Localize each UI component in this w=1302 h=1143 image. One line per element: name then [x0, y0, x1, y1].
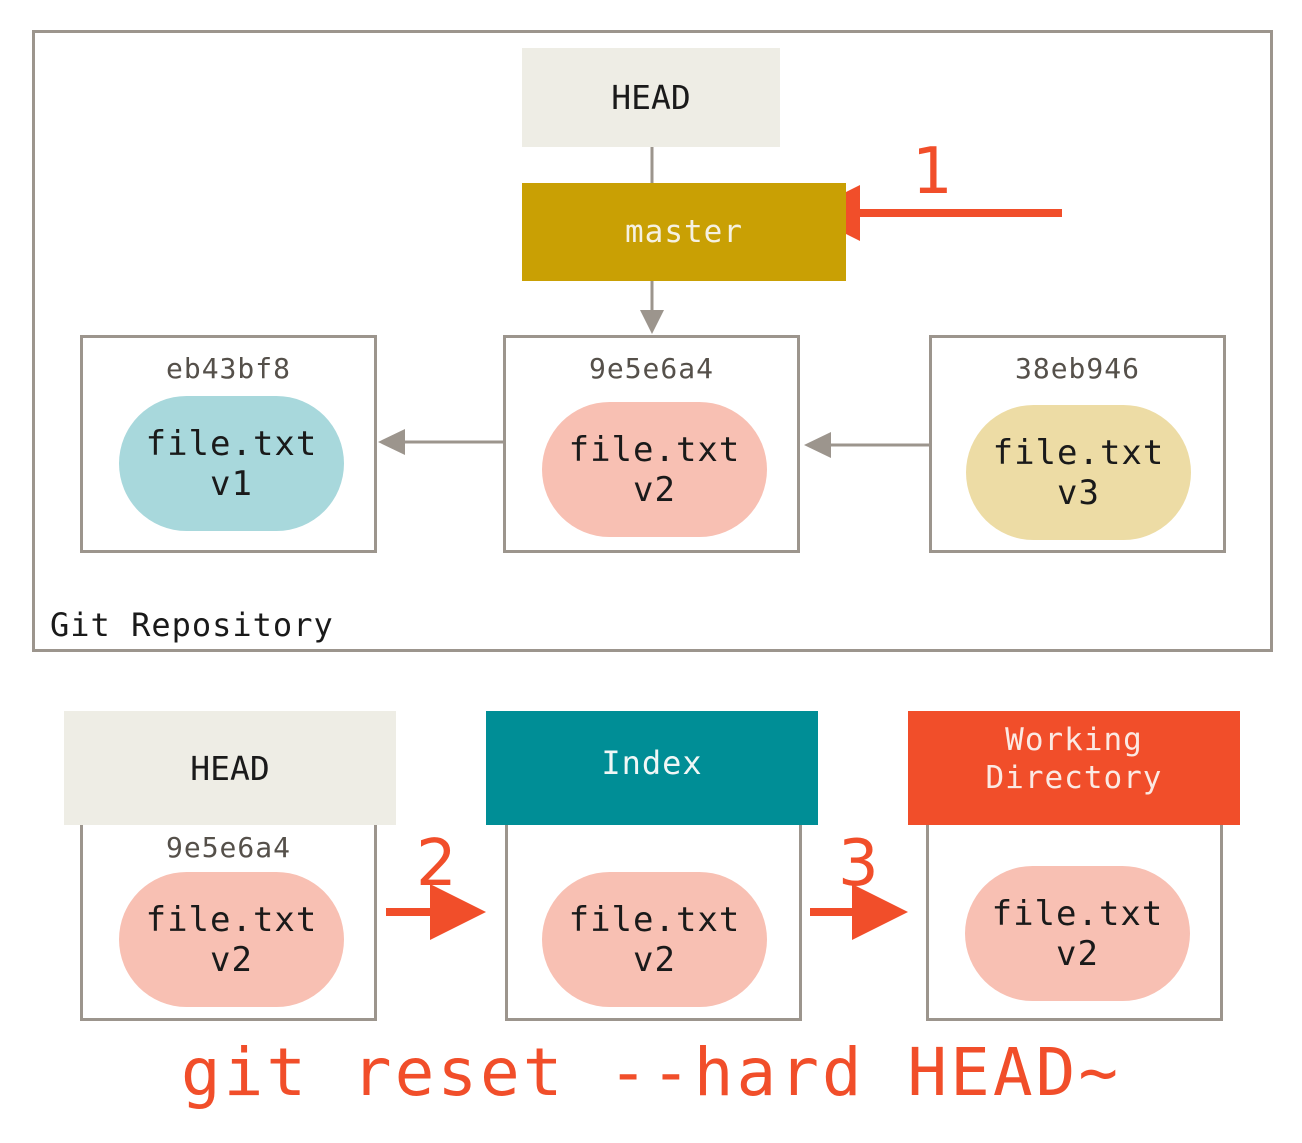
file-name: file.txt	[145, 899, 318, 940]
commit-box: 9e5e6a4 file.txt v2	[503, 335, 800, 553]
step-2-number: 2	[416, 827, 457, 901]
git-command: git reset --hard HEAD~	[180, 1034, 1122, 1111]
git-repository-frame	[32, 30, 1273, 652]
file-name: file.txt	[568, 429, 741, 470]
head-pointer: HEAD	[522, 48, 780, 147]
commit-hash: 38eb946	[1014, 352, 1140, 385]
stage-title-line-1: Working	[1005, 722, 1143, 758]
parent-arrowhead-2	[804, 432, 831, 458]
step-3-number: 3	[838, 827, 879, 901]
file-name: file.txt	[568, 899, 741, 940]
step-3-arrowhead	[852, 884, 908, 940]
file-version: v2	[1056, 933, 1099, 974]
step-2-arrowhead	[430, 884, 486, 940]
file-name: file.txt	[992, 432, 1165, 473]
commit-box: eb43bf8 file.txt v1	[80, 335, 377, 553]
master-to-commit-arrowhead	[640, 310, 664, 334]
master-branch: master	[522, 183, 846, 281]
stage-title-index: Index	[486, 711, 818, 825]
stage-box-index: file.txt v2	[505, 800, 802, 1021]
file-blob: file.txt v2	[965, 866, 1190, 1001]
commit-hash: 9e5e6a4	[588, 352, 714, 385]
file-blob: file.txt v2	[119, 872, 344, 1007]
commit-box: 38eb946 file.txt v3	[929, 335, 1226, 553]
file-blob: file.txt v2	[542, 872, 767, 1007]
stage-title-line-2: Directory	[985, 760, 1163, 796]
file-blob: file.txt v3	[966, 405, 1191, 540]
stage-box-working-directory: file.txt v2	[926, 800, 1223, 1021]
file-blob: file.txt v1	[119, 396, 344, 531]
stage-hash: 9e5e6a4	[165, 831, 291, 864]
file-version: v2	[633, 939, 676, 980]
file-name: file.txt	[991, 893, 1164, 934]
stage-title-head: HEAD	[64, 711, 396, 825]
repository-label: Git Repository	[50, 606, 334, 644]
file-version: v2	[210, 939, 253, 980]
parent-arrowhead-1	[378, 429, 405, 455]
stage-title-working-directory: Working Directory	[908, 711, 1240, 825]
file-blob: file.txt v2	[542, 402, 767, 537]
file-version: v3	[1057, 472, 1100, 513]
stage-box-head: 9e5e6a4 file.txt v2	[80, 800, 377, 1021]
step-1-number: 1	[912, 135, 953, 209]
file-name: file.txt	[145, 423, 318, 464]
file-version: v1	[210, 463, 253, 504]
commit-hash: eb43bf8	[165, 352, 291, 385]
file-version: v2	[633, 469, 676, 510]
